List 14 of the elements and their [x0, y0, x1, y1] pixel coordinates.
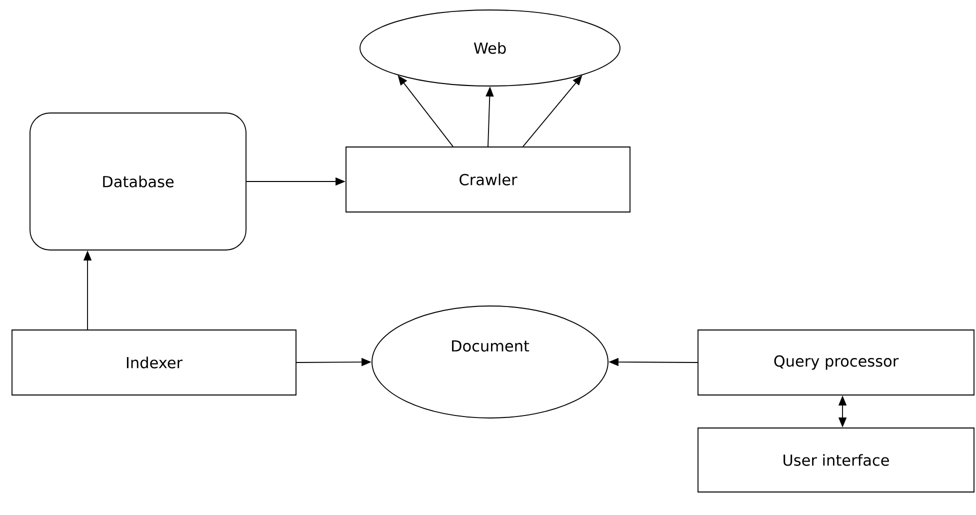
node-label: User interface	[784, 454, 889, 466]
node-label: Crawler	[460, 174, 518, 186]
process-box	[346, 146, 630, 212]
ellipse-node	[372, 306, 608, 418]
node-label: Indexer	[126, 356, 183, 368]
process-box	[698, 428, 974, 492]
node-label: Web	[474, 42, 506, 54]
node-label: Database	[103, 176, 174, 188]
process-box	[698, 330, 974, 396]
node-label: Query processor	[774, 355, 899, 370]
node-label: Document	[452, 340, 530, 352]
process-box	[12, 330, 296, 396]
ellipse-node	[360, 10, 620, 86]
rounded-box	[30, 112, 246, 250]
